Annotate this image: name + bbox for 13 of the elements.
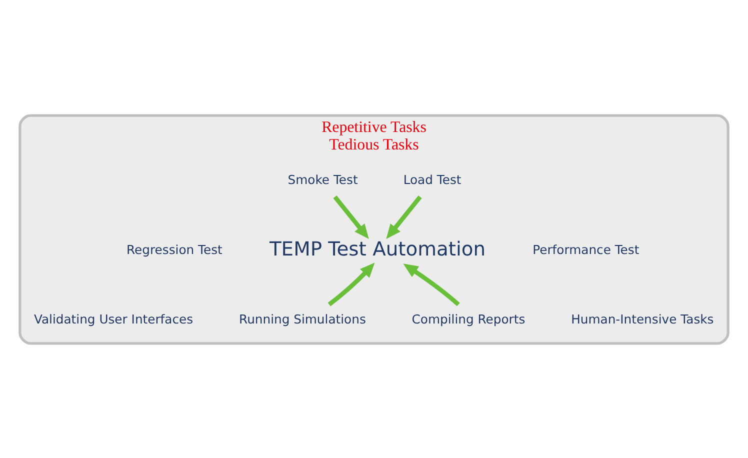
node-text: Compiling Reports — [412, 312, 526, 326]
arrow — [386, 195, 422, 239]
label: Validating User Interfaces — [34, 312, 194, 326]
node-text: TEMP Test Automation — [269, 237, 486, 260]
node-text: Running Simulations — [239, 312, 366, 326]
arrow — [403, 263, 460, 306]
arrow — [333, 195, 369, 239]
node-text: Load Test — [403, 172, 462, 187]
label: Human-Intensive Tasks — [571, 312, 714, 326]
label: Performance Test — [532, 242, 640, 256]
arrow — [328, 262, 375, 306]
node-text: Smoke Test — [288, 172, 358, 187]
label: Regression Test — [126, 242, 222, 256]
